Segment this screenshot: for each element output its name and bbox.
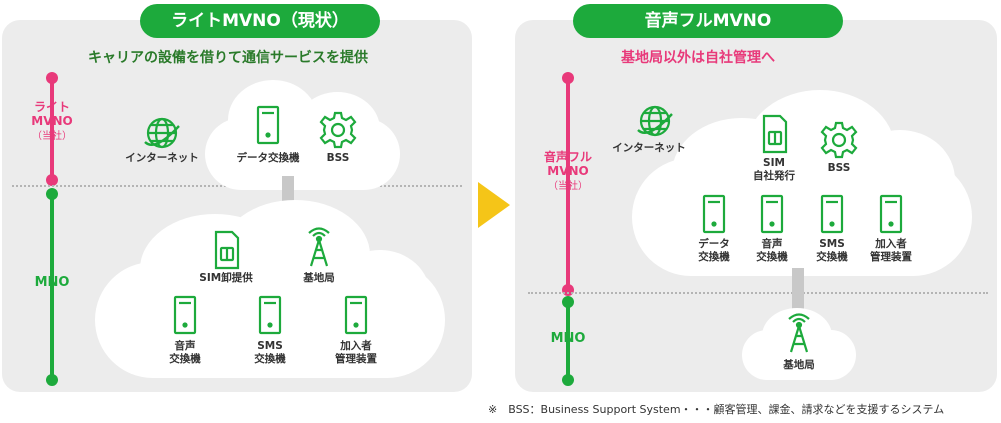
right-dot-mid1: [562, 284, 574, 296]
left-dot-bottom: [46, 374, 58, 386]
left-sim-label: SIM卸提供: [199, 272, 253, 284]
tower-icon: [308, 227, 330, 267]
left-bss-label: BSS: [326, 152, 350, 164]
left-base-station-label: 基地局: [303, 272, 335, 284]
left-subscriber-label: 加入者 管理装置: [335, 340, 377, 365]
left-data-exchange-label: データ交換機: [236, 152, 300, 164]
right-mvno-label: 音声フル MVNO: [543, 150, 592, 178]
right-sms-label: SMS 交換機: [816, 238, 848, 263]
globe-icon: [637, 105, 673, 137]
server-icon: [879, 194, 903, 234]
gear-icon: [820, 121, 858, 159]
right-mvno-sub: （当社）: [548, 181, 588, 192]
left-subtitle: キャリアの設備を借りて通信サービスを提供: [88, 50, 368, 66]
server-icon: [820, 194, 844, 234]
left-dot-mid1: [46, 174, 58, 186]
left-sms-label: SMS 交換機: [254, 340, 286, 365]
sim-icon: [762, 114, 788, 154]
left-mvno-label: ライト MVNO: [31, 100, 73, 128]
server-icon: [256, 105, 280, 145]
left-voice-label: 音声 交換機: [169, 340, 201, 365]
right-dot-bottom: [562, 374, 574, 386]
right-subscriber-label: 加入者 管理装置: [870, 238, 912, 263]
footnote: ※ BSS：Business Support System・・・顧客管理、課金、…: [488, 403, 945, 416]
right-divider: [528, 292, 988, 294]
left-mno-line: [50, 190, 54, 378]
right-data-label: データ 交換機: [698, 238, 730, 263]
left-mvno-line: [50, 78, 54, 178]
server-icon: [702, 194, 726, 234]
left-title: ライトMVNO（現状）: [140, 4, 380, 38]
left-mvno-sub: （当社）: [32, 131, 72, 142]
server-icon: [173, 295, 197, 335]
server-icon: [258, 295, 282, 335]
right-internet-label: インターネット: [612, 142, 686, 154]
right-bss-label: BSS: [827, 162, 851, 174]
right-sim-label: SIM 自社発行: [753, 157, 795, 182]
transition-arrow-icon: [478, 182, 510, 228]
right-dot-top: [562, 72, 574, 84]
left-mno-label: MNO: [34, 275, 70, 290]
left-dot-top: [46, 72, 58, 84]
right-connector: [792, 268, 804, 318]
server-icon: [760, 194, 784, 234]
globe-icon: [144, 117, 180, 149]
right-title: 音声フルMVNO: [573, 4, 843, 38]
tower-icon: [788, 313, 810, 353]
left-dot-mid2: [46, 188, 58, 200]
right-voice-label: 音声 交換機: [756, 238, 788, 263]
right-dot-mid2: [562, 296, 574, 308]
right-base-station-label: 基地局: [783, 359, 815, 371]
right-mvno-line: [566, 78, 570, 290]
gear-icon: [319, 111, 357, 149]
right-subtitle: 基地局以外は自社管理へ: [621, 50, 775, 66]
left-upper-cloud-c: [295, 92, 380, 167]
sim-icon: [214, 230, 240, 270]
right-mno-label: MNO: [550, 331, 586, 346]
right-mno-line: [566, 300, 570, 378]
left-internet-label: インターネット: [125, 152, 199, 164]
left-connector: [282, 176, 294, 206]
server-icon: [344, 295, 368, 335]
